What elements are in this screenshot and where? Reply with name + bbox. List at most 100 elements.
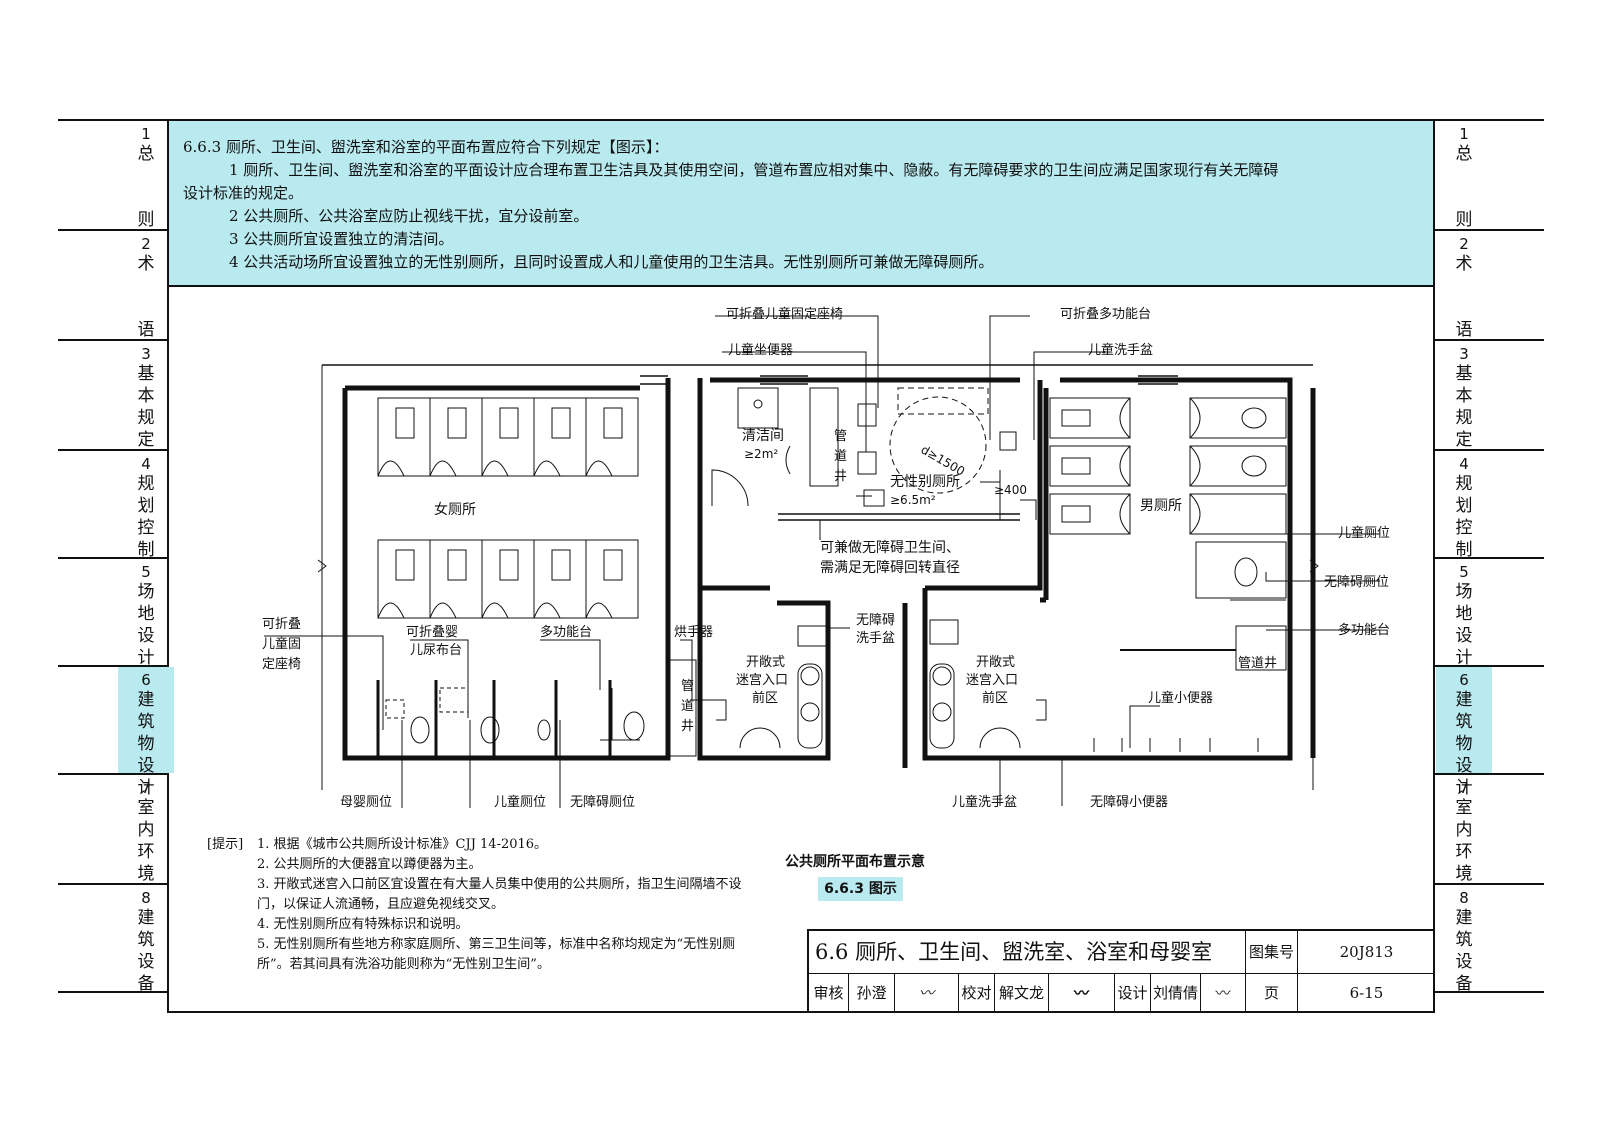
toc-number: 6 <box>1459 671 1469 689</box>
cleaning-area-label: ≥2m² <box>744 447 778 461</box>
checker-name: 解文龙 <box>995 974 1049 1013</box>
callout-baby-table-2: 儿尿布台 <box>410 643 462 658</box>
figure-reference: 6.6.3 图示 <box>818 877 903 901</box>
toc-label: 室内环境 <box>1455 798 1473 884</box>
toc-divider <box>58 991 168 993</box>
callout-child-toilet: 儿童坐便器 <box>728 342 793 358</box>
toc-label: 基本规定 <box>1455 364 1473 450</box>
toc-label: 建筑物设计 <box>137 690 155 798</box>
callout-child-stall: 儿童厕位 <box>1338 525 1390 541</box>
cleaning-room <box>711 387 839 507</box>
callout-mother-baby-stall: 母婴厕位 <box>340 795 392 810</box>
maze-left-2: 迷宫入口 <box>736 673 788 688</box>
toc-number: 8 <box>141 889 151 907</box>
check-label: 校对 <box>959 974 995 1013</box>
atlas-number: 20J813 <box>1298 931 1435 974</box>
cleaning-room-label: 清洁间 <box>742 428 784 444</box>
note-5: 5. 无性别厕所有些地方称家庭厕所、第三卫生间等，标准中名称均规定为“无性别厕所… <box>257 937 736 972</box>
toc-number: 7 <box>141 779 151 797</box>
left-pipe-well <box>669 659 697 757</box>
notes-block: [提示]1. 根据《城市公共厕所设计标准》CJJ 14-2016。 2. 公共厕… <box>207 835 747 975</box>
toc-divider <box>58 339 168 341</box>
maze-left-3: 前区 <box>752 690 778 706</box>
title-block-title: 6.6 厕所、卫生间、盥洗室、浴室和母婴室 <box>809 931 1246 974</box>
toc-number: 3 <box>1459 345 1469 363</box>
callout-pipe-well: 管道井 <box>1238 656 1277 671</box>
checker-signature: 〰 <box>1049 974 1115 1013</box>
exterior-walls <box>342 377 1316 768</box>
toc-number: 1 <box>141 125 151 143</box>
toc-number: 5 <box>141 563 151 581</box>
reviewer-signature: 〰 <box>895 974 959 1013</box>
toc-label: 建筑设备 <box>1455 908 1473 994</box>
toc-number: 1 <box>1459 125 1469 143</box>
design-label: 设计 <box>1115 974 1151 1013</box>
toc-label: 总 则 <box>1455 144 1473 230</box>
callout-accessible-basin-1: 无障碍 <box>856 613 895 628</box>
women-toilet-label: 女厕所 <box>434 501 476 518</box>
designer-name: 刘倩倩 <box>1151 974 1201 1013</box>
rule-heading: 6.6.3 厕所、卫生间、盥洗室和浴室的平面布置应符合下列规定【图示】： <box>183 138 669 156</box>
toc-label: 建筑物设计 <box>1455 690 1473 798</box>
toc-label: 场地设计 <box>137 582 155 668</box>
note-2: 2. 公共厕所的大便器宜以蹲便器为主。 <box>257 857 482 872</box>
toc-number: 6 <box>141 671 151 689</box>
toc-label: 基本规定 <box>137 364 155 450</box>
callout-fold-left-3: 定座椅 <box>262 657 301 672</box>
left-pipe-2: 道 <box>681 699 694 714</box>
toc-divider <box>58 883 168 885</box>
callout-child-basin-bottom: 儿童洗手盆 <box>952 794 1017 810</box>
unisex-room-label: 无性别厕所 <box>890 474 960 490</box>
toc-label: 规划控制 <box>1455 474 1473 560</box>
toc-divider <box>1434 665 1544 667</box>
leader-lines <box>264 315 1380 808</box>
toc-divider <box>58 773 168 775</box>
entry-right <box>929 619 1047 749</box>
toc-number: 7 <box>1459 779 1469 797</box>
left-pipe-1: 管 <box>681 679 694 694</box>
reviewer-name: 孙澄 <box>849 974 895 1013</box>
toc-label: 总 则 <box>137 144 155 230</box>
toc-number: 2 <box>1459 235 1469 253</box>
note-1: 1. 根据《城市公共厕所设计标准》CJJ 14-2016。 <box>257 837 548 852</box>
men-toilet-label: 男厕所 <box>1140 498 1182 514</box>
rule-text-box: 6.6.3 厕所、卫生间、盥洗室和浴室的平面布置应符合下列规定【图示】： 1 厕… <box>169 121 1433 287</box>
toc-divider <box>1434 773 1544 775</box>
toc-divider <box>1434 449 1544 451</box>
callout-fold-child-seat: 可折叠儿童固定座椅 <box>726 306 843 322</box>
toc-label: 室内环境 <box>137 798 155 884</box>
figure-caption: 公共厕所平面布置示意 <box>785 854 925 870</box>
rule-item-1-cont: 设计标准的规定。 <box>183 184 304 202</box>
atlas-label: 图集号 <box>1246 931 1298 974</box>
callout-child-basin-top: 儿童洗手盆 <box>1088 342 1153 358</box>
toc-label: 术 语 <box>1455 254 1473 340</box>
toc-divider <box>58 449 168 451</box>
clearance-label: ≥400 <box>994 483 1027 497</box>
unisex-room <box>856 387 1017 520</box>
toc-number: 5 <box>1459 563 1469 581</box>
accessible-note-2: 需满足无障碍回转直径 <box>820 559 960 576</box>
toc-label: 术 语 <box>137 254 155 340</box>
toc-number: 4 <box>141 455 151 473</box>
callout-multi-table-left: 多功能台 <box>540 624 592 640</box>
women-stalls-top <box>377 397 639 477</box>
pipe-well-3: 井 <box>834 469 847 484</box>
designer-signature: 〰 <box>1201 974 1246 1013</box>
rule-item-3: 3 公共厕所宜设置独立的清洁间。 <box>229 230 454 248</box>
